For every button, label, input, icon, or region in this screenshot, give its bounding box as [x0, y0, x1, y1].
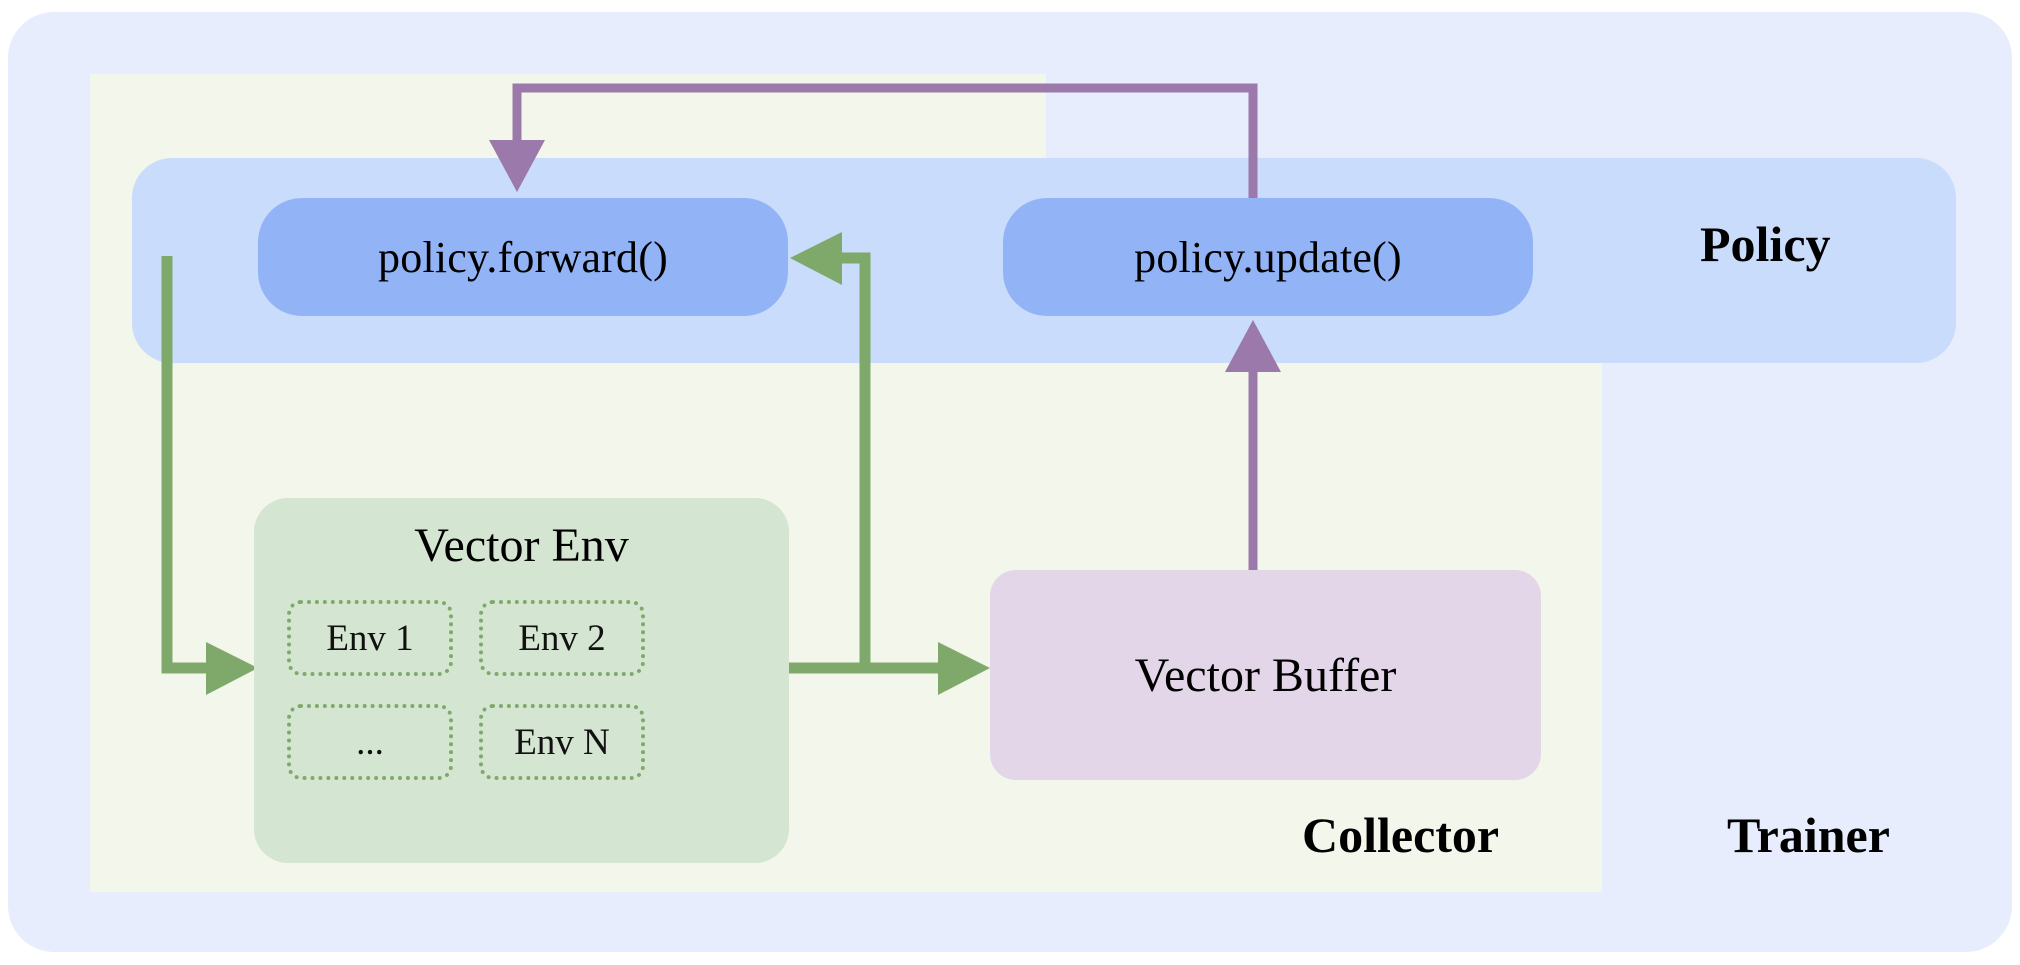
- env-box-ellipsis[interactable]: ...: [287, 704, 453, 780]
- group-label-collector: Collector: [1302, 807, 1500, 863]
- env-box-2[interactable]: Env 2: [479, 600, 645, 676]
- node-policy-update[interactable]: policy.update(): [1003, 198, 1533, 316]
- node-vector-buffer[interactable]: Vector Buffer: [990, 570, 1541, 780]
- env-box-grid: Env 1 Env 2 ... Env N: [287, 600, 757, 780]
- env-box-1[interactable]: Env 1: [287, 600, 453, 676]
- group-label-trainer: Trainer: [1727, 807, 1890, 863]
- node-vector-env[interactable]: Vector Env Env 1 Env 2 ... Env N: [254, 498, 789, 863]
- group-label-policy: Policy: [1700, 216, 1831, 272]
- vector-env-title: Vector Env: [414, 519, 629, 572]
- node-policy-forward[interactable]: policy.forward(): [258, 198, 788, 316]
- env-box-n[interactable]: Env N: [479, 704, 645, 780]
